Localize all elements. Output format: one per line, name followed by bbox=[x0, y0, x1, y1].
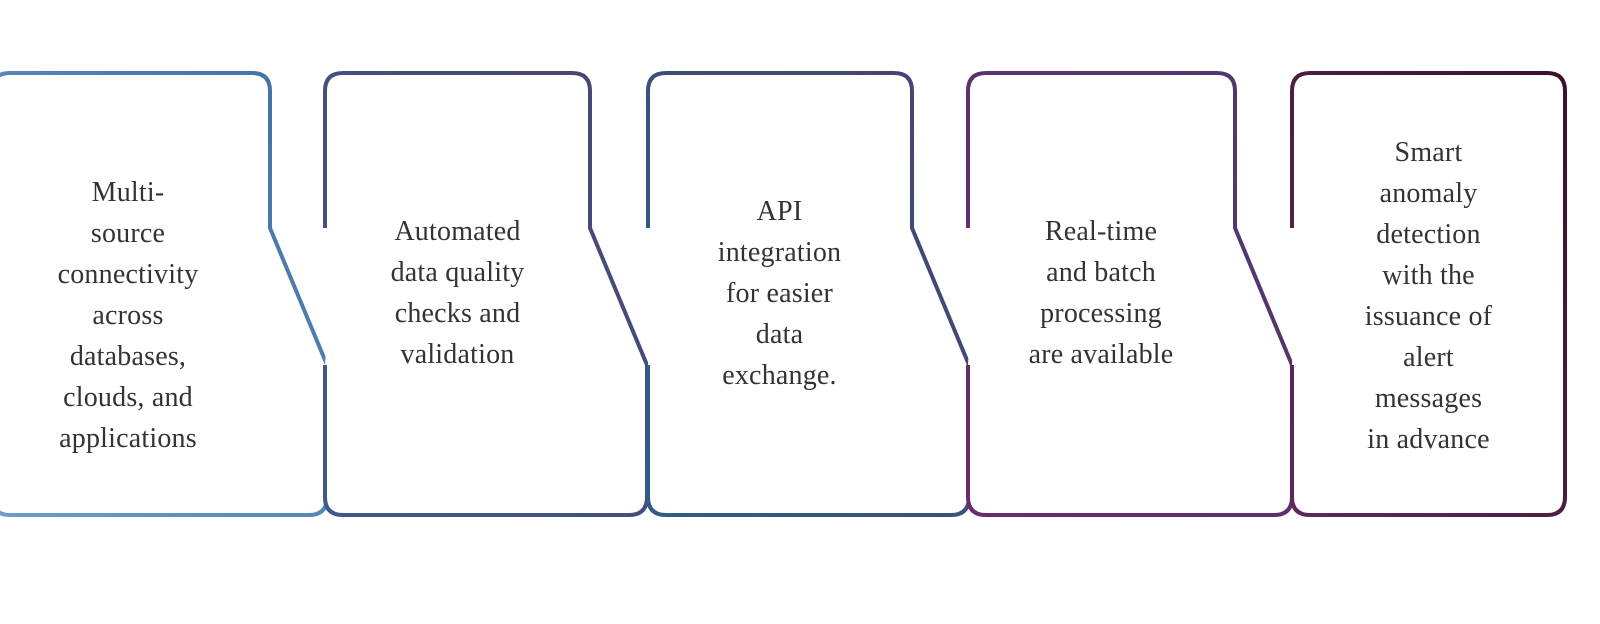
chevron-shape-2 bbox=[323, 71, 649, 517]
step-4-text: Real-time and batch processing are avail… bbox=[1028, 215, 1174, 370]
step-5-text: Smart anomaly detection with the issuanc… bbox=[1364, 136, 1493, 455]
step-3-text: API integration for easier data exchange… bbox=[717, 195, 842, 391]
chevron-shape-5 bbox=[1290, 71, 1567, 517]
step-1-text: Multi- source connectivity across databa… bbox=[57, 177, 199, 454]
step-2-text: Automated data quality checks and valida… bbox=[390, 215, 525, 370]
chevron-shape-4 bbox=[966, 71, 1294, 517]
chevron-shape-1 bbox=[0, 71, 329, 517]
chevron-shape-3 bbox=[646, 71, 971, 517]
